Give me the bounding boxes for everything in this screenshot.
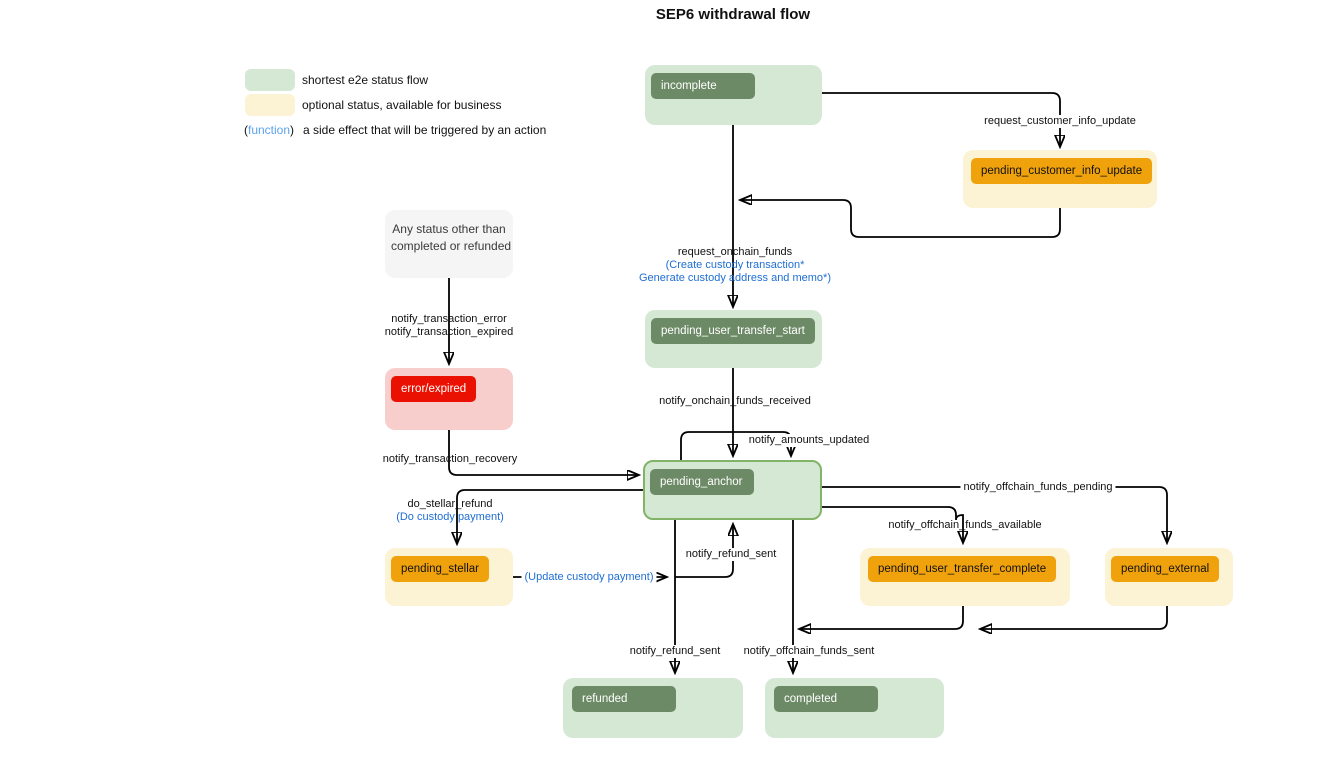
state-pending-stellar-label: pending_stellar xyxy=(391,556,490,582)
edge-stellar-to-anchor-path xyxy=(675,525,733,578)
page-title: SEP6 withdrawal flow xyxy=(655,6,811,23)
edge-error-to-anchor-path xyxy=(448,430,638,475)
edge-anchor-to-external-path xyxy=(822,486,1167,542)
legend-label-shortest: shortest e2e status flow xyxy=(302,73,429,87)
legend-label-function: a side effect that will be triggered by … xyxy=(303,123,547,137)
edge-label-notify-refund-sent-to-anchor: notify_refund_sent xyxy=(682,548,780,561)
state-pending-user-transfer-start-label: pending_user_transfer_start xyxy=(651,318,815,344)
edge-external-to-completed-path xyxy=(981,606,1168,629)
edge-anchor-to-putc-path xyxy=(822,506,963,542)
edge-label-notify-offchain-funds-available: notify_offchain_funds_available xyxy=(888,519,1042,531)
state-pending-user-transfer-start: pending_user_transfer_start xyxy=(645,310,822,368)
edge-label-notify-amounts-updated: notify_amounts_updated xyxy=(745,434,873,447)
legend-function-open: ( xyxy=(244,123,248,137)
state-pending-customer-info-update: pending_customer_info_update xyxy=(963,150,1157,208)
edge-label-notify-onchain-funds-received: notify_onchain_funds_received xyxy=(659,395,811,407)
edge-label-request-onchain-funds-action: request_onchain_funds xyxy=(677,246,793,258)
state-pending-anchor: pending_anchor xyxy=(643,460,822,520)
state-pending-anchor-label: pending_anchor xyxy=(650,469,754,495)
state-pending-external: pending_external xyxy=(1105,548,1233,606)
legend-label-optional: optional status, available for business xyxy=(302,98,502,112)
state-error-expired: error/expired xyxy=(385,368,513,430)
state-pending-user-transfer-complete-label: pending_user_transfer_complete xyxy=(868,556,1057,582)
note-any-status-line2: completed or refunded xyxy=(391,239,512,253)
edge-label-update-custody-payment: (Update custody payment) xyxy=(521,571,657,584)
state-incomplete-label: incomplete xyxy=(651,73,755,99)
legend-function-word: function xyxy=(248,123,291,137)
edge-label-request-onchain-funds: request_onchain_funds (Create custody tr… xyxy=(639,246,831,285)
edge-putc-to-completed-path xyxy=(800,606,964,629)
state-error-expired-label: error/expired xyxy=(391,376,477,402)
state-pending-user-transfer-complete: pending_user_transfer_complete xyxy=(860,548,1070,606)
note-any-status-line1: Any status other than xyxy=(392,222,506,236)
state-pending-customer-info-update-label: pending_customer_info_update xyxy=(971,158,1153,184)
state-completed-label: completed xyxy=(774,686,878,712)
state-completed: completed xyxy=(765,678,944,738)
legend-function-close: ) xyxy=(290,123,295,137)
state-pending-stellar: pending_stellar xyxy=(385,548,513,606)
edge-label-notify-transaction-recovery: notify_transaction_recovery xyxy=(382,453,518,465)
edge-incomplete-to-pcu-path xyxy=(822,92,1060,146)
state-incomplete: incomplete xyxy=(645,65,822,125)
edge-label-do-stellar-refund-fn: (Do custody payment) xyxy=(396,511,504,523)
edge-label-do-stellar-refund: do_stellar_refund (Do custody payment) xyxy=(396,498,504,524)
state-pending-external-label: pending_external xyxy=(1111,556,1220,582)
edge-label-notify-transaction-expired: notify_transaction_expired xyxy=(384,326,514,338)
legend-swatch-shortest xyxy=(245,69,295,91)
note-any-status-text: Any status other than completed or refun… xyxy=(385,210,513,255)
note-any-status: Any status other than completed or refun… xyxy=(385,210,513,278)
edge-pcu-return-path xyxy=(741,200,1061,238)
state-refunded: refunded xyxy=(563,678,743,738)
edge-label-request-onchain-funds-fn2: Generate custody address and memo*) xyxy=(639,272,831,284)
edge-label-notify-transaction-error-expired: notify_transaction_error notify_transact… xyxy=(385,313,513,339)
edge-label-request-onchain-funds-fn1: (Create custody transaction* xyxy=(665,259,805,271)
legend-swatch-optional xyxy=(245,94,295,116)
edge-label-notify-offchain-funds-pending: notify_offchain_funds_pending xyxy=(960,481,1116,494)
edge-label-notify-refund-sent-to-refunded: notify_refund_sent xyxy=(626,645,724,658)
edge-label-do-stellar-refund-action: do_stellar_refund xyxy=(407,498,493,510)
edge-label-request-customer-info-update: request_customer_info_update xyxy=(981,115,1139,128)
edge-anchor-to-stellar-path xyxy=(457,489,643,543)
edge-label-notify-offchain-funds-sent: notify_offchain_funds_sent xyxy=(740,645,878,658)
legend-function-key: (function) xyxy=(244,123,294,137)
edge-label-notify-transaction-error: notify_transaction_error xyxy=(391,313,507,325)
state-refunded-label: refunded xyxy=(572,686,676,712)
